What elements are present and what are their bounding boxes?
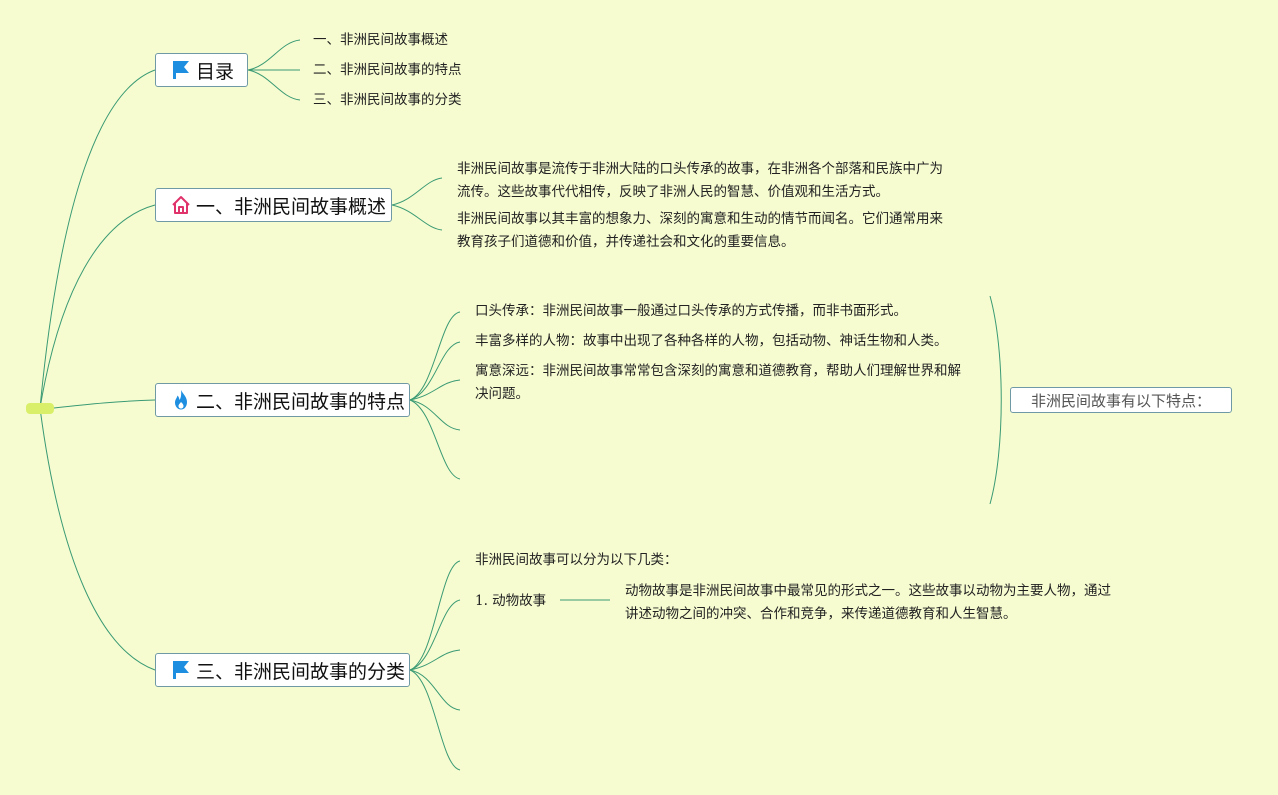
link-feat-3 xyxy=(409,379,461,401)
link-feat-5 xyxy=(409,399,461,480)
feature-item-characters[interactable]: 丰富多样的人物：故事中出现了各种各样的人物，包括动物、神话生物和人类。 xyxy=(475,333,948,349)
topic-features[interactable]: 二、非洲民间故事的特点 xyxy=(155,383,410,417)
central-topic[interactable] xyxy=(26,403,54,414)
topic-label: 二、非洲民间故事的特点 xyxy=(196,390,406,413)
toc-item-features[interactable]: 二、非洲民间故事的特点 xyxy=(313,62,462,78)
features-summary[interactable]: 非洲民间故事有以下特点： xyxy=(1010,387,1232,413)
fire-icon xyxy=(170,389,192,411)
topic-toc[interactable]: 目录 xyxy=(155,53,248,87)
link-feat-1 xyxy=(409,311,461,401)
topic-label: 目录 xyxy=(196,60,235,83)
link-root-toc xyxy=(39,69,156,409)
category-intro[interactable]: 非洲民间故事可以分为以下几类： xyxy=(475,552,678,568)
topic-label: 三、非洲民间故事的分类 xyxy=(196,660,406,683)
toc-item-overview[interactable]: 一、非洲民间故事概述 xyxy=(313,32,448,48)
link-feat-2 xyxy=(409,341,461,401)
link-root-overview xyxy=(39,204,156,409)
link-root-features xyxy=(53,399,156,409)
link-cat-4 xyxy=(409,669,461,711)
category-animal-stories[interactable]: 1. 动物故事 xyxy=(475,593,547,609)
flag-icon xyxy=(170,659,192,681)
link-feat-4 xyxy=(409,399,461,431)
toc-item-categories[interactable]: 三、非洲民间故事的分类 xyxy=(313,92,462,108)
feature-item-oral[interactable]: 口头传承：非洲民间故事一般通过口头传承的方式传播，而非书面形式。 xyxy=(475,303,907,319)
topic-label: 一、非洲民间故事概述 xyxy=(196,195,387,218)
link-toc-3 xyxy=(247,69,301,101)
link-cat-5 xyxy=(409,669,461,771)
feature-item-meaning[interactable]: 寓意深远：非洲民间故事常常包含深刻的寓意和道德教育，帮助人们理解世界和解决问题。 xyxy=(475,363,961,402)
link-cat-2 xyxy=(409,599,461,671)
flag-icon xyxy=(170,59,192,81)
link-cat-1 xyxy=(409,560,461,671)
overview-paragraph-1[interactable]: 非洲民间故事是流传于非洲大陆的口头传承的故事，在非洲各个部落和民族中广为流传。这… xyxy=(457,161,943,200)
link-cat-3 xyxy=(409,649,461,671)
link-toc-1 xyxy=(247,39,301,71)
link-root-categories xyxy=(39,407,156,671)
summary-brace xyxy=(989,295,1002,505)
link-overview-1 xyxy=(391,177,443,206)
overview-paragraph-2[interactable]: 非洲民间故事以其丰富的想象力、深刻的寓意和生动的情节而闻名。它们通常用来教育孩子… xyxy=(457,211,943,250)
topic-overview[interactable]: 一、非洲民间故事概述 xyxy=(155,188,392,222)
link-overview-2 xyxy=(391,204,443,231)
topic-categories[interactable]: 三、非洲民间故事的分类 xyxy=(155,653,410,687)
category-animal-description[interactable]: 动物故事是非洲民间故事中最常见的形式之一。这些故事以动物为主要人物，通过讲述动物… xyxy=(625,583,1111,622)
house-icon xyxy=(170,194,192,216)
